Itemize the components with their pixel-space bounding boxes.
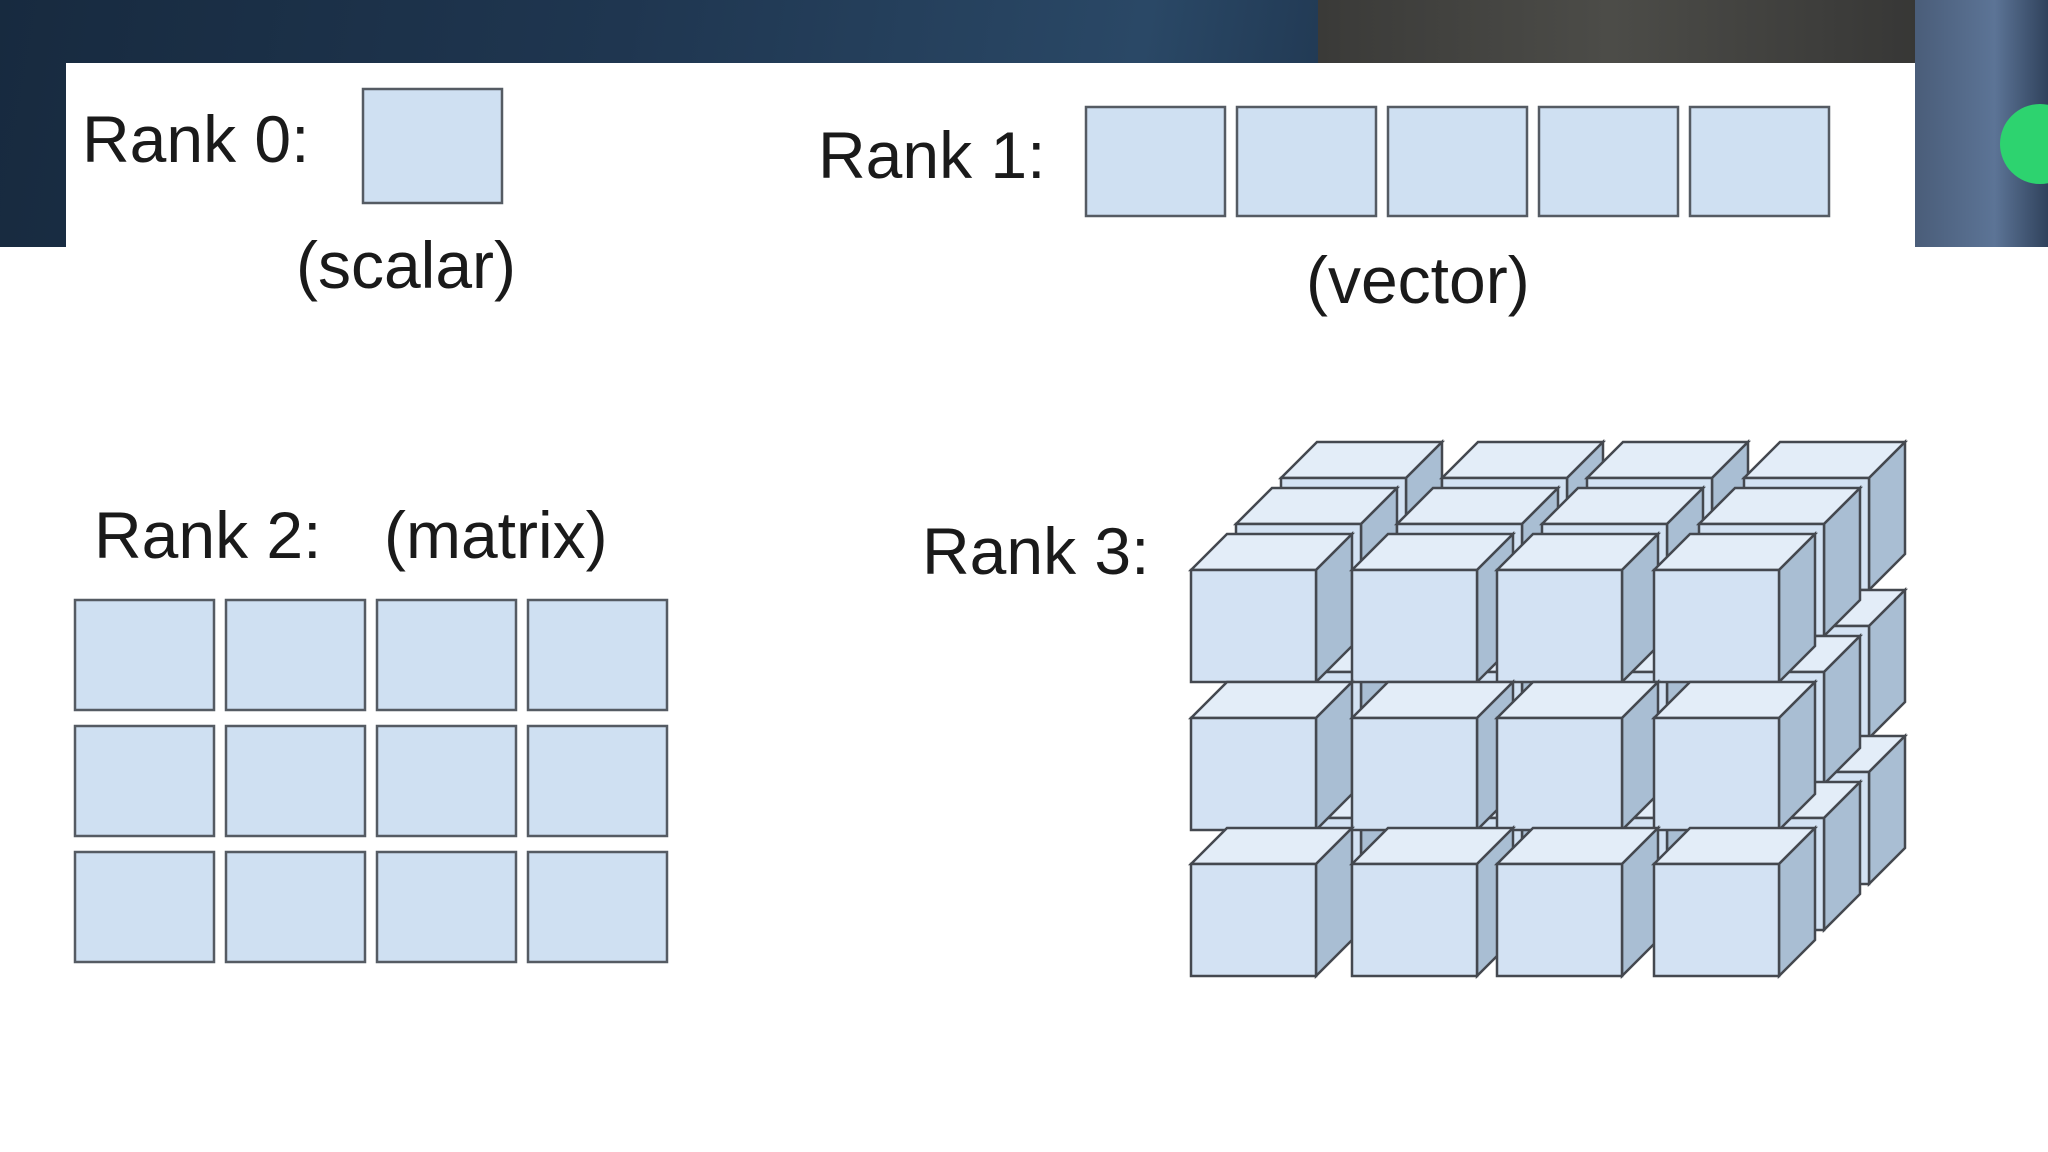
rank0-caption: (scalar) [296, 228, 517, 302]
tensor-cube [1187, 678, 1356, 834]
scalar-cell [361, 87, 504, 205]
rank1-caption: (vector) [1306, 243, 1530, 317]
matrix-cell [375, 850, 518, 964]
tensor-cube [1348, 824, 1517, 980]
matrix-cell [375, 724, 518, 838]
rank3-label: Rank 3: [922, 514, 1150, 588]
matrix-cell [375, 598, 518, 712]
tensor-cube [1493, 678, 1662, 834]
vector-cell [1084, 105, 1227, 218]
matrix-cell [73, 724, 216, 838]
tensor-cube-group [1187, 438, 1909, 980]
matrix-cell [526, 724, 669, 838]
matrix-cell [224, 850, 367, 964]
rank1-label: Rank 1: [818, 118, 1046, 192]
rank2-label: Rank 2: [94, 498, 322, 572]
vector-cell [1537, 105, 1680, 218]
vector-cell [1386, 105, 1529, 218]
matrix-cell-group [73, 598, 669, 964]
matrix-cell [526, 598, 669, 712]
rank0-label: Rank 0: [82, 102, 310, 176]
rank2-caption: (matrix) [384, 498, 608, 572]
matrix-cell [73, 598, 216, 712]
vector-cell-group [1084, 105, 1831, 218]
tensor-cube [1650, 678, 1819, 834]
vector-cell [1235, 105, 1378, 218]
tensor-cube [1493, 824, 1662, 980]
tensor-cube [1348, 678, 1517, 834]
tensor-cube [1348, 530, 1517, 686]
tensor-cube [1187, 530, 1356, 686]
tensor-cube [1650, 824, 1819, 980]
matrix-cell [224, 598, 367, 712]
tensor-cube [1493, 530, 1662, 686]
tensor-cube [1650, 530, 1819, 686]
matrix-cell [73, 850, 216, 964]
vector-cell [1688, 105, 1831, 218]
matrix-cell [526, 850, 669, 964]
matrix-cell [224, 724, 367, 838]
tensor-cube [1187, 824, 1356, 980]
scalar-cell-group [361, 87, 504, 205]
